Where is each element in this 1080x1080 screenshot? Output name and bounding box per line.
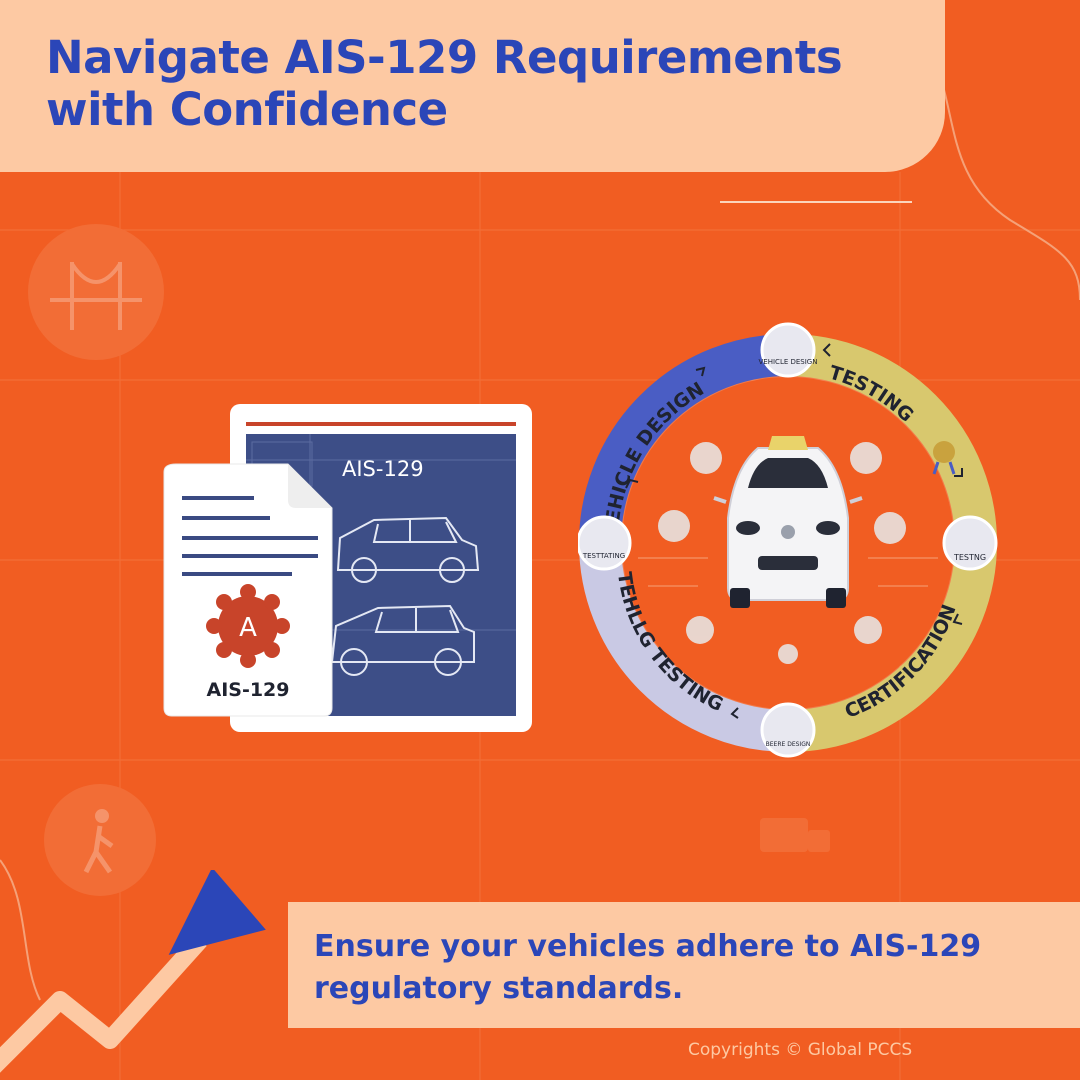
gear-badge-icon: A [206,584,290,668]
suv-blueprint-icon [336,516,480,583]
car-front-icon [713,436,863,608]
svg-text:TESTNG: TESTNG [953,553,986,562]
document-illustration: AIS-129 A AIS-129 [163,404,532,732]
ring-segment-lavender [579,542,789,752]
svg-text:TESTTATING: TESTTATING [582,552,625,560]
file-card-label: AIS-129 [206,679,289,701]
walking-person-icon [83,809,114,874]
blueprint-label: AIS-129 [342,457,424,481]
cycle-node-bottom: BEERE DESIGN [760,702,816,758]
cycle-node-top: VEHICLE DESIGN [759,322,818,378]
header-banner: Navigate AIS-129 Requirements with Confi… [0,0,945,172]
tagline-text: Ensure your vehicles adhere to AIS-129 r… [314,929,982,1006]
svg-text:VEHICLE DESIGN: VEHICLE DESIGN [759,358,818,366]
ring-segment-blue [579,334,789,544]
suv-side-blueprint-icon [330,604,475,676]
page-title: Navigate AIS-129 Requirements with Confi… [46,31,843,136]
growth-arrow-icon [0,870,266,1073]
file-text-lines [182,496,318,576]
copyright-text: Copyrights © Global PCCS [688,1040,913,1060]
bridge-icon [50,262,142,330]
svg-text:BEERE DESIGN: BEERE DESIGN [766,741,811,748]
ring-arrows [625,343,963,719]
cycle-node-right: TESTNG [942,515,998,571]
ring-segment-gold-top [787,334,997,544]
cycle-node-left: TESTTATING [578,515,632,571]
badge-letter: A [239,613,257,643]
inner-callouts [658,442,906,664]
award-medal-icon [932,441,956,475]
tagline-box: Ensure your vehicles adhere to AIS-129 r… [288,902,1080,1028]
ring-segment-gold-bottom [787,542,997,752]
truck-icon [760,818,830,852]
compliance-cycle-diagram: VEHICLE DESIGN TESTING CERTIFICATION TEH… [578,322,998,758]
